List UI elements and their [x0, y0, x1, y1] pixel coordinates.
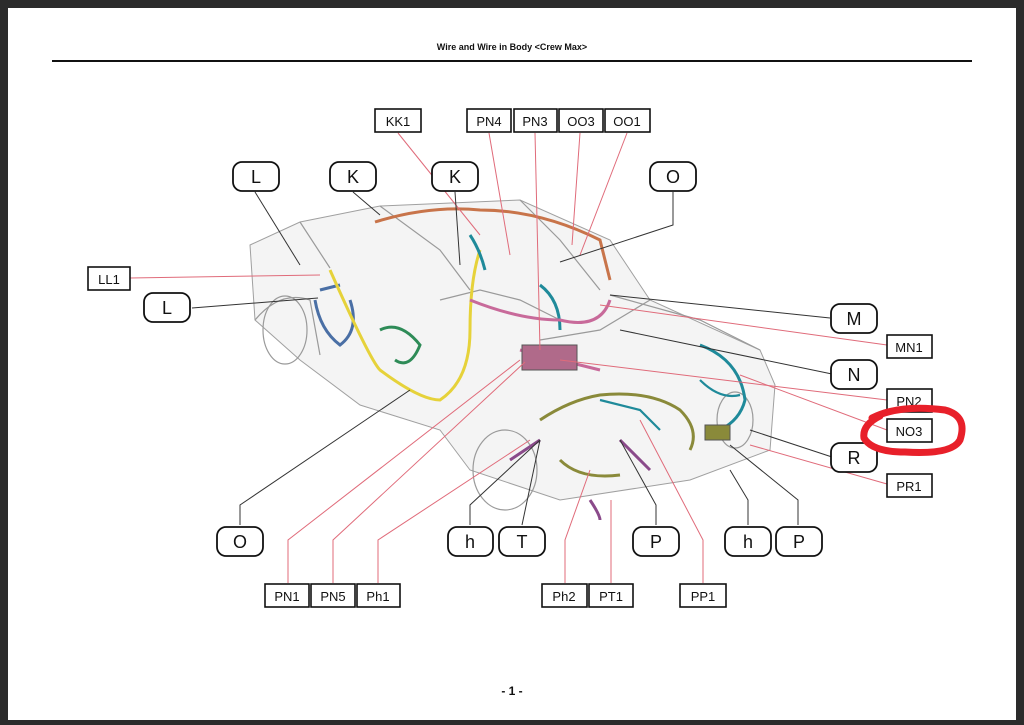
document-title: Wire and Wire in Body <Crew Max> [436, 42, 588, 52]
label-pt1: PT1 [588, 583, 634, 608]
leader-lines [129, 132, 888, 583]
label-ph2: Ph2 [541, 583, 588, 608]
label-pn3: PN3 [513, 108, 558, 133]
svg-text:PT1: PT1 [599, 589, 623, 604]
svg-text:M: M [847, 309, 862, 329]
vehicle-outline [249, 199, 776, 511]
label-l-mid: L [143, 292, 191, 323]
rounded-labels: L K K O L M N R O h T P h P [143, 161, 878, 557]
svg-text:PP1: PP1 [691, 589, 716, 604]
svg-text:PN4: PN4 [476, 114, 501, 129]
label-pn5: PN5 [310, 583, 356, 608]
label-n: N [830, 359, 878, 390]
svg-text:L: L [251, 167, 261, 187]
svg-text:KK1: KK1 [386, 114, 411, 129]
label-p-left: P [632, 526, 680, 557]
label-m: M [830, 303, 878, 334]
svg-text:P: P [650, 532, 662, 552]
svg-text:h: h [465, 532, 475, 552]
svg-text:h: h [743, 532, 753, 552]
svg-text:K: K [347, 167, 359, 187]
label-oo3: OO3 [558, 108, 604, 133]
svg-text:L: L [162, 298, 172, 318]
label-h-right: h [724, 526, 772, 557]
svg-text:PN1: PN1 [274, 589, 299, 604]
svg-text:NO3: NO3 [896, 424, 923, 439]
label-k-right: K [431, 161, 479, 192]
svg-text:T: T [517, 532, 528, 552]
label-r: R [830, 442, 878, 473]
svg-text:LL1: LL1 [98, 272, 120, 287]
label-o-top: O [649, 161, 697, 192]
svg-text:Ph2: Ph2 [552, 589, 575, 604]
svg-text:O: O [233, 532, 247, 552]
label-no3: NO3 [886, 418, 933, 443]
svg-text:PR1: PR1 [896, 479, 921, 494]
label-pn4: PN4 [466, 108, 512, 133]
label-p-right: P [775, 526, 823, 557]
wiring-harness [313, 207, 747, 521]
label-mn1: MN1 [886, 334, 933, 359]
label-ph1: Ph1 [356, 583, 401, 608]
page-number: - 1 - [501, 684, 523, 698]
label-kk1: KK1 [374, 108, 422, 133]
svg-text:P: P [793, 532, 805, 552]
label-k-left: K [329, 161, 377, 192]
square-labels: KK1 PN4 PN3 OO3 OO1 LL1 MN1 PN2 NO3 PR1 … [87, 108, 933, 608]
label-pp1: PP1 [679, 583, 727, 608]
svg-text:PN5: PN5 [320, 589, 345, 604]
label-pn1: PN1 [264, 583, 310, 608]
svg-text:OO1: OO1 [613, 114, 640, 129]
label-ll1: LL1 [87, 266, 131, 291]
svg-text:K: K [449, 167, 461, 187]
header-rule [52, 60, 972, 62]
label-l-top: L [232, 161, 280, 192]
svg-text:O: O [666, 167, 680, 187]
label-o-bottom: O [216, 526, 264, 557]
svg-text:R: R [848, 448, 861, 468]
label-pr1: PR1 [886, 473, 933, 498]
label-oo1: OO1 [604, 108, 651, 133]
highlight-circle [860, 404, 966, 456]
svg-text:PN3: PN3 [522, 114, 547, 129]
svg-text:N: N [848, 365, 861, 385]
label-t: T [498, 526, 546, 557]
svg-text:Ph1: Ph1 [366, 589, 389, 604]
svg-text:OO3: OO3 [567, 114, 594, 129]
label-h-left: h [447, 526, 494, 557]
svg-text:MN1: MN1 [895, 340, 922, 355]
